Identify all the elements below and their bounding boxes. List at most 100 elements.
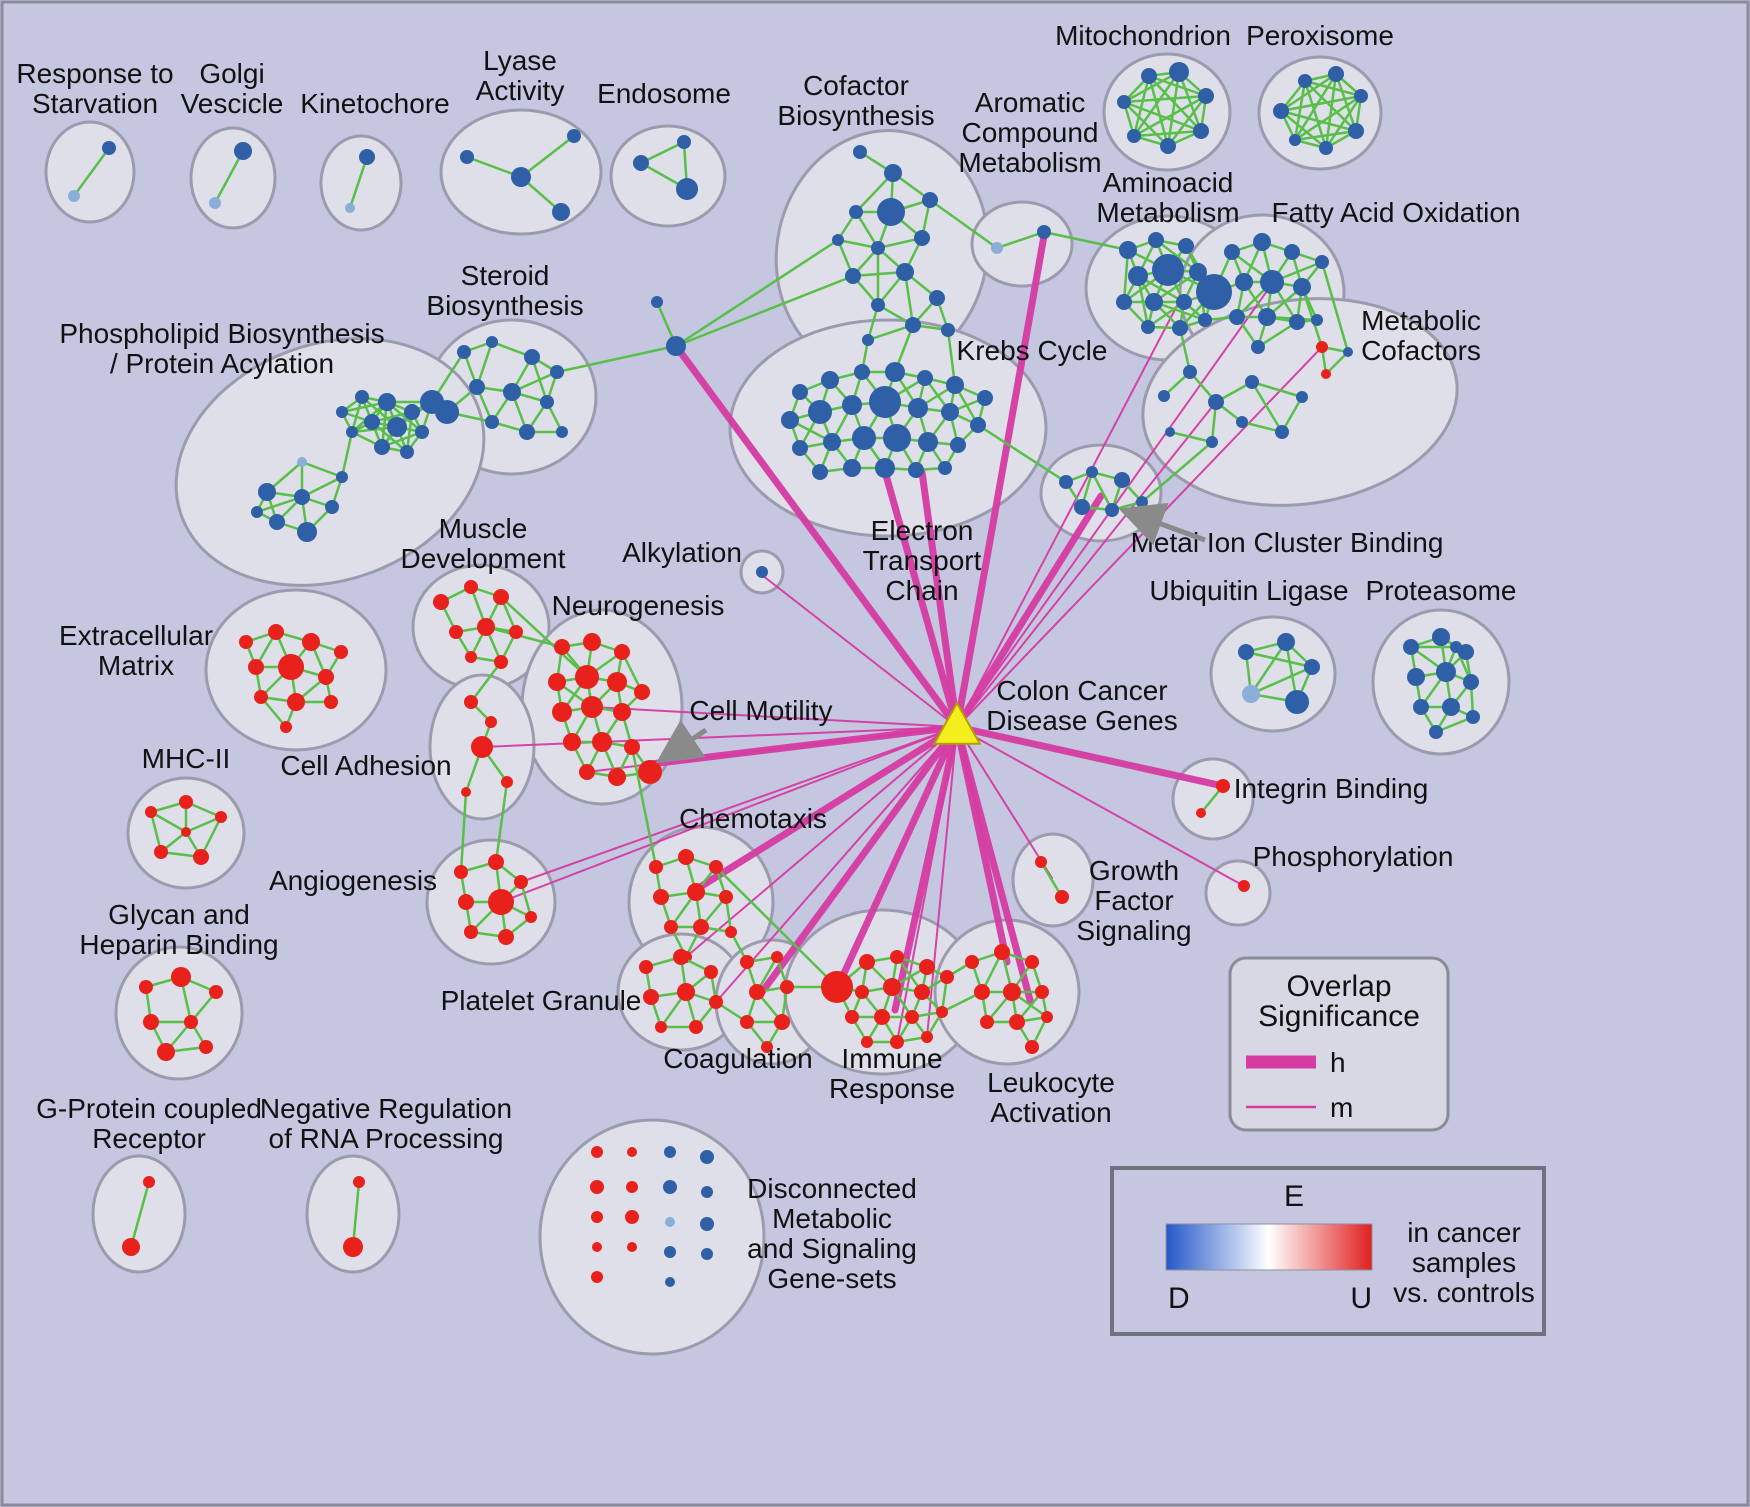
node-disconnected-gene-sets[interactable] bbox=[701, 1186, 713, 1198]
node-fatty-acid-oxidation[interactable] bbox=[1235, 273, 1253, 291]
node-disconnected-gene-sets[interactable] bbox=[663, 1180, 677, 1194]
overlap-edge[interactable] bbox=[520, 726, 958, 883]
node-angiogenesis[interactable] bbox=[488, 889, 514, 915]
node-glycan-heparin-binding[interactable] bbox=[143, 1014, 159, 1030]
node-extracellular-matrix[interactable] bbox=[254, 690, 268, 704]
node-platelet-granule[interactable] bbox=[673, 949, 689, 965]
node-chemotaxis[interactable] bbox=[664, 920, 678, 934]
node-proteasome[interactable] bbox=[1450, 641, 1462, 653]
node-integrin-binding[interactable] bbox=[1196, 808, 1206, 818]
node-cell-adhesion[interactable] bbox=[464, 695, 478, 709]
node-mhc-ii[interactable] bbox=[181, 827, 191, 837]
node-glycan-heparin-binding[interactable] bbox=[184, 1015, 198, 1029]
node-chemotaxis[interactable] bbox=[725, 926, 737, 938]
node-peroxisome[interactable] bbox=[1354, 89, 1368, 103]
node-metal-ion-cluster-binding[interactable] bbox=[1086, 466, 1098, 478]
node-fatty-acid-oxidation[interactable] bbox=[1315, 255, 1329, 269]
overlap-edge[interactable] bbox=[956, 299, 1181, 728]
node-aminoacid-metabolism[interactable] bbox=[1145, 293, 1163, 311]
node-negative-regulation-rna-processing[interactable] bbox=[353, 1176, 365, 1188]
node-cell-adhesion[interactable] bbox=[485, 716, 497, 728]
node-coagulation[interactable] bbox=[740, 1015, 754, 1029]
node-steroid-biosynthesis[interactable] bbox=[556, 426, 568, 438]
node-mhc-ii[interactable] bbox=[145, 806, 157, 818]
node-lyase-activity[interactable] bbox=[567, 129, 581, 143]
overlap-edge[interactable] bbox=[956, 726, 1245, 887]
node-platelet-granule[interactable] bbox=[643, 989, 659, 1005]
node-metabolic-cofactors[interactable] bbox=[1165, 427, 1175, 437]
node-metabolic-cofactors[interactable] bbox=[1158, 390, 1170, 402]
node-metabolic-cofactors[interactable] bbox=[1316, 341, 1328, 353]
node-electron-transport-chain[interactable] bbox=[950, 437, 966, 453]
node-aminoacid-metabolism[interactable] bbox=[1148, 232, 1164, 248]
node-peroxisome[interactable] bbox=[1289, 134, 1301, 146]
node-aminoacid-metabolism[interactable] bbox=[1196, 274, 1232, 310]
node-neurogenesis[interactable] bbox=[583, 633, 601, 651]
node-mhc-ii[interactable] bbox=[179, 795, 193, 809]
node-metabolic-cofactors[interactable] bbox=[1245, 375, 1259, 389]
node-phospholipid-biosynthesis[interactable] bbox=[374, 439, 390, 455]
node-ubiquitin-ligase[interactable] bbox=[1242, 685, 1260, 703]
node-ubiquitin-ligase[interactable] bbox=[1238, 644, 1254, 660]
node-disconnected-gene-sets[interactable] bbox=[627, 1242, 637, 1252]
node-proteasome[interactable] bbox=[1436, 662, 1456, 682]
node-electron-transport-chain[interactable] bbox=[843, 459, 861, 477]
node-electron-transport-chain[interactable] bbox=[792, 440, 808, 456]
node-leukocyte-activation[interactable] bbox=[980, 1015, 994, 1029]
node-phospholipid-biosynthesis[interactable] bbox=[258, 483, 276, 501]
node-disconnected-gene-sets[interactable] bbox=[701, 1248, 713, 1260]
node-leukocyte-activation[interactable] bbox=[965, 955, 979, 969]
overlap-edge[interactable] bbox=[956, 401, 1217, 728]
node-electron-transport-chain[interactable] bbox=[852, 426, 876, 450]
overlap-edge[interactable] bbox=[880, 464, 961, 731]
node-disconnected-gene-sets[interactable] bbox=[591, 1271, 603, 1283]
node-extracellular-matrix[interactable] bbox=[280, 721, 292, 733]
node-glycan-heparin-binding[interactable] bbox=[209, 985, 223, 999]
node-cofactor-biosynthesis[interactable] bbox=[877, 198, 905, 226]
overlap-edge[interactable] bbox=[953, 723, 1034, 1004]
node-cofactor-biosynthesis[interactable] bbox=[922, 192, 938, 208]
node-peroxisome[interactable] bbox=[1348, 123, 1364, 139]
node-aminoacid-metabolism[interactable] bbox=[1152, 254, 1184, 286]
node-leukocyte-activation[interactable] bbox=[1025, 1040, 1039, 1054]
node-fatty-acid-oxidation[interactable] bbox=[1260, 270, 1284, 294]
node-disconnected-gene-sets[interactable] bbox=[664, 1246, 676, 1258]
overlap-edge[interactable] bbox=[953, 232, 1048, 731]
node-leukocyte-activation[interactable] bbox=[1035, 985, 1049, 999]
node-chemotaxis[interactable] bbox=[649, 860, 663, 874]
node-metabolic-cofactors[interactable] bbox=[1296, 391, 1308, 403]
node-cofactor-biosynthesis[interactable] bbox=[845, 268, 861, 284]
node-angiogenesis[interactable] bbox=[454, 865, 468, 879]
node-extracellular-matrix[interactable] bbox=[287, 693, 305, 711]
overlap-edge[interactable] bbox=[891, 723, 961, 1014]
overlap-edge[interactable] bbox=[761, 574, 958, 728]
node-phospholipid-biosynthesis[interactable] bbox=[420, 390, 444, 414]
node-g-protein-coupled-receptor[interactable] bbox=[122, 1238, 140, 1256]
node-cofactor-biosynthesis[interactable] bbox=[862, 334, 874, 346]
node-phospholipid-biosynthesis[interactable] bbox=[297, 522, 317, 542]
node-electron-transport-chain[interactable] bbox=[808, 400, 832, 424]
node-glycan-heparin-binding[interactable] bbox=[139, 980, 153, 994]
node-proteasome[interactable] bbox=[1413, 699, 1429, 715]
node-steroid-biosynthesis[interactable] bbox=[457, 345, 471, 359]
node-cofactor-biosynthesis[interactable] bbox=[896, 263, 914, 281]
node-phosphorylation[interactable] bbox=[1238, 880, 1250, 892]
node-peroxisome[interactable] bbox=[1273, 103, 1289, 119]
node-phospholipid-biosynthesis[interactable] bbox=[378, 393, 396, 411]
node-disconnected-gene-sets[interactable] bbox=[627, 1147, 637, 1157]
node-cell-adhesion[interactable] bbox=[461, 787, 471, 797]
node-chemotaxis[interactable] bbox=[693, 919, 709, 935]
node-glycan-heparin-binding[interactable] bbox=[171, 967, 191, 987]
node-metabolic-cofactors[interactable] bbox=[1236, 416, 1248, 428]
node-electron-transport-chain[interactable] bbox=[938, 461, 952, 475]
node-endosome[interactable] bbox=[676, 178, 698, 200]
node-electron-transport-chain[interactable] bbox=[869, 386, 901, 418]
overlap-edge[interactable] bbox=[672, 342, 961, 731]
node-neurogenesis[interactable] bbox=[548, 673, 566, 691]
node-proteasome[interactable] bbox=[1463, 674, 1479, 690]
node-neurogenesis[interactable] bbox=[613, 703, 631, 721]
node-aromatic-compound-metabolism[interactable] bbox=[1037, 225, 1051, 239]
node-ubiquitin-ligase[interactable] bbox=[1304, 659, 1320, 675]
node-coagulation[interactable] bbox=[761, 1041, 773, 1053]
node-chemotaxis[interactable] bbox=[687, 883, 705, 901]
